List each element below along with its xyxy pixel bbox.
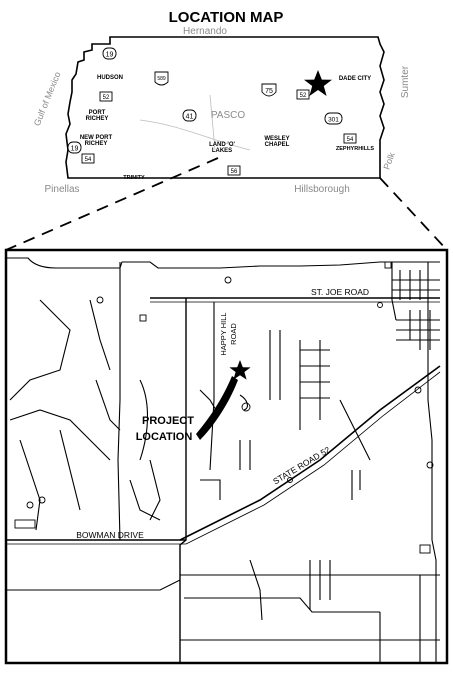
svg-text:54: 54	[347, 137, 354, 143]
svg-text:19: 19	[71, 146, 79, 153]
svg-text:54: 54	[85, 157, 92, 163]
shield-us19-south: 19	[67, 141, 82, 154]
place-land-o-lakes-line1: LAND 'O'	[209, 142, 235, 148]
svg-text:301: 301	[328, 117, 339, 124]
place-new-port-richey-line2: RICHEY	[85, 141, 108, 147]
svg-text:589: 589	[157, 76, 166, 82]
shield-i75: 75	[261, 83, 277, 97]
neighbor-south-left-label: Pinellas	[44, 184, 79, 195]
road-label-happy-hill-line2: ROAD	[229, 323, 238, 345]
callout-line-left	[5, 157, 219, 251]
callout-line-right	[379, 177, 448, 251]
neighbor-southeast-label: Polk	[381, 151, 397, 171]
road-label-happy-hill-line1: HAPPY HILL	[219, 312, 228, 355]
place-new-port-richey-line1: NEW PORT	[80, 135, 113, 141]
shield-sr54-east: 54	[343, 133, 357, 144]
overview-star-icon	[304, 70, 332, 96]
shield-sr54-west: 54	[81, 153, 95, 164]
place-port-richey-line1: PORT	[89, 110, 106, 116]
place-labels: HUDSON PORT RICHEY NEW PORT RICHEY DADE …	[80, 75, 375, 181]
county-label: PASCO	[211, 110, 245, 121]
svg-text:56: 56	[231, 169, 238, 175]
place-land-o-lakes-line2: LAKES	[212, 148, 232, 154]
detail-roads	[6, 257, 441, 663]
place-zephyrhills: ZEPHYRHILLS	[336, 146, 375, 152]
svg-text:52: 52	[300, 93, 307, 99]
route-shields: 19 52 19 54 589 41	[67, 47, 357, 176]
svg-text:75: 75	[265, 88, 273, 95]
map-title: LOCATION MAP	[169, 9, 284, 26]
shield-sr52-west: 52	[99, 91, 113, 102]
place-wesley-chapel-line2: CHAPEL	[265, 142, 290, 148]
place-trinity: TRINITY	[123, 175, 145, 181]
road-label-st-joe: ST. JOE ROAD	[311, 287, 369, 297]
detail-map: ST. JOE ROAD HAPPY HILL ROAD STATE ROAD …	[4, 248, 449, 665]
shield-sr589: 589	[154, 71, 169, 86]
county-divider	[209, 94, 216, 151]
place-wesley-chapel-line1: WESLEY	[264, 136, 289, 142]
shield-sr52-east: 52	[296, 89, 310, 100]
overview-map: Hernando Sumter Polk Pinellas Hillsborou…	[32, 26, 411, 195]
neighbor-north-label: Hernando	[183, 26, 227, 37]
place-dade-city: DADE CITY	[339, 76, 371, 82]
project-arrow	[196, 376, 238, 440]
county-divider	[139, 119, 251, 151]
place-hudson: HUDSON	[97, 75, 123, 81]
detail-map-frame	[4, 248, 449, 665]
shield-us301: 301	[324, 112, 343, 125]
neighbor-east-label: Sumter	[400, 65, 411, 98]
svg-text:41: 41	[186, 114, 194, 121]
project-label-line2: LOCATION	[136, 431, 193, 443]
neighbor-south-right-label: Hillsborough	[294, 184, 350, 195]
neighbor-west-label: Gulf of Mexico	[32, 70, 63, 127]
project-label-line1: PROJECT	[142, 415, 194, 427]
svg-text:52: 52	[103, 95, 110, 101]
shield-sr56: 56	[227, 165, 241, 176]
project-star-icon	[229, 360, 251, 380]
place-port-richey-line2: RICHEY	[86, 116, 109, 122]
shield-sr41: 41	[182, 109, 197, 122]
detail-features	[14, 261, 434, 554]
svg-text:19: 19	[106, 52, 114, 59]
shield-sr19-north: 19	[102, 47, 117, 60]
road-label-bowman: BOWMAN DRIVE	[76, 530, 144, 540]
